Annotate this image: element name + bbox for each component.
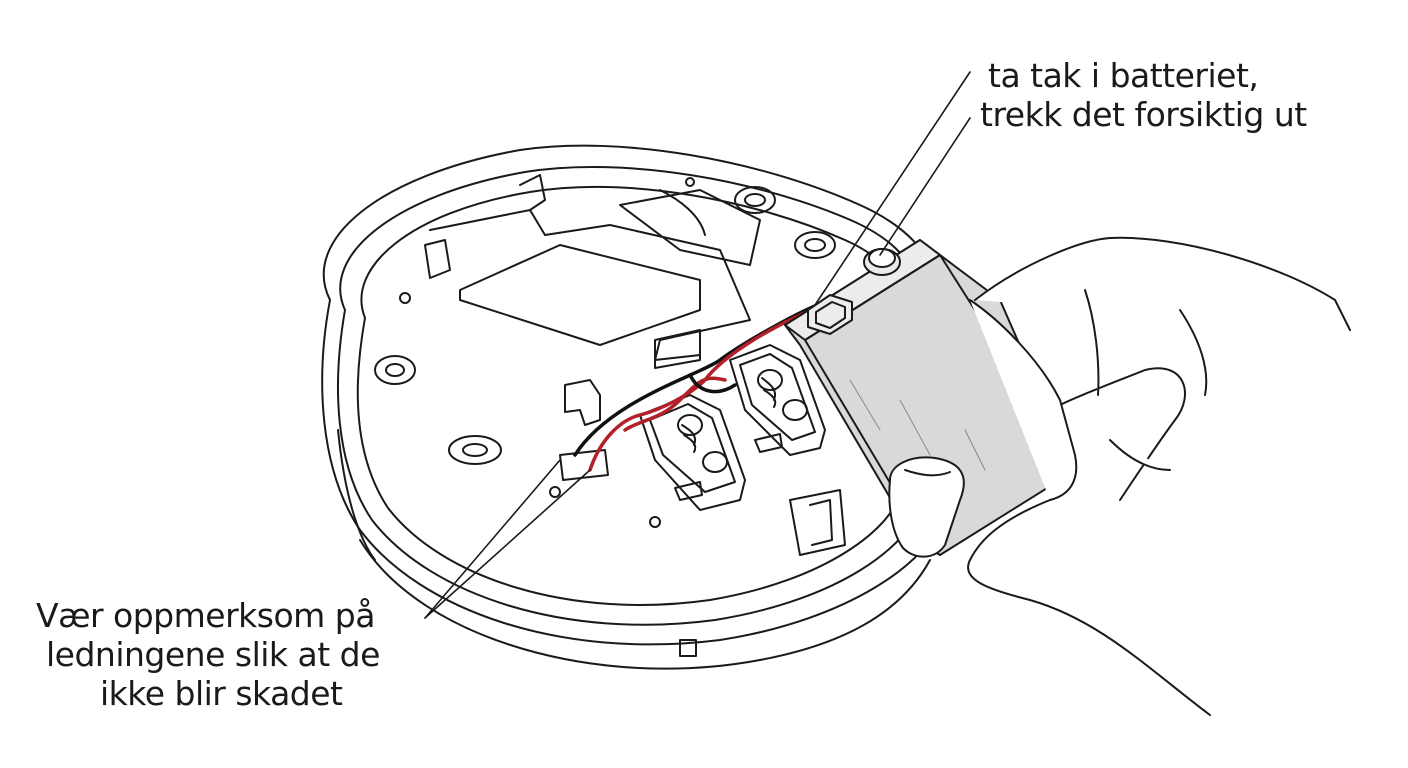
9v-battery-icon (784, 239, 1071, 556)
wire-caution-callout: Vær oppmerksom på ledningene slik at de … (36, 596, 380, 713)
screw-hole (374, 355, 416, 385)
screw-hole (734, 186, 776, 214)
wires (573, 298, 837, 472)
battery-terminal-round (863, 248, 901, 276)
callout-wires-line-2: ledningene slik at de (46, 635, 380, 674)
leader-lines (424, 71, 971, 619)
hand-icon (888, 236, 1351, 716)
callout-wires-line-3: ikke blir skadet (100, 674, 343, 713)
callout-wires-line-1: Vær oppmerksom på (36, 596, 375, 635)
screw-hole (794, 231, 836, 259)
battery-terminal-right (729, 344, 826, 456)
callout-battery-line-2: trekk det forsiktig ut (980, 95, 1307, 134)
detector-interior (374, 174, 846, 556)
battery-removal-callout: ta tak i batteriet, trekk det forsiktig … (980, 56, 1307, 134)
mount-slot (448, 435, 502, 465)
callout-battery-line-1: ta tak i batteriet, (988, 56, 1259, 95)
battery-terminal-left (639, 394, 746, 511)
battery-terminal-nut (807, 294, 853, 335)
